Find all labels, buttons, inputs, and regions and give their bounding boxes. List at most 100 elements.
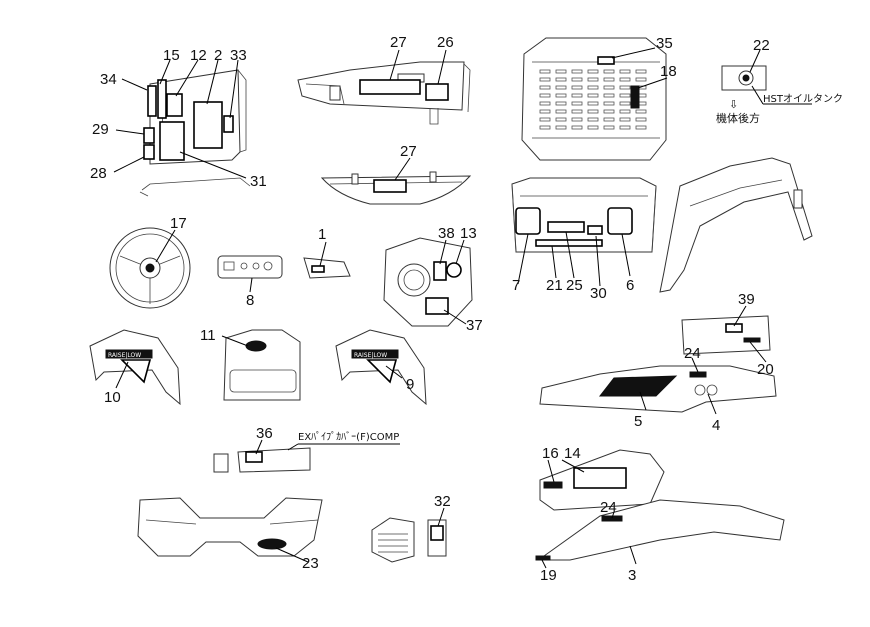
callout-37: 37 xyxy=(466,317,483,334)
callout-31: 31 xyxy=(250,173,267,190)
callout-21: 21 xyxy=(546,277,563,294)
step-board-lower-group xyxy=(535,449,785,569)
vent-slot xyxy=(539,101,551,106)
vent-slot xyxy=(539,125,551,130)
hst-oil-tank-note: HSTオイルタンク xyxy=(763,93,843,105)
ex-pipe-cover-note: EXﾊﾟｲﾌﾟｶﾊﾞｰ(F)COMP xyxy=(298,431,399,443)
vent-slot xyxy=(619,117,631,122)
callout-34: 34 xyxy=(100,71,117,88)
rops-frame-group xyxy=(659,157,813,293)
callout-25: 25 xyxy=(566,277,583,294)
vent-slot xyxy=(555,77,567,82)
vent-slot xyxy=(555,125,567,130)
vent-slot xyxy=(571,69,583,74)
callout-12: 12 xyxy=(190,47,207,64)
vent-slot xyxy=(555,85,567,90)
vent-slot xyxy=(619,101,631,106)
hood-vents xyxy=(539,69,647,130)
vent-slot xyxy=(619,77,631,82)
callout-11: 11 xyxy=(200,327,216,344)
vent-slot xyxy=(555,109,567,114)
vent-slot xyxy=(587,109,599,114)
instrument-panel-group xyxy=(217,255,283,293)
callout-1: 1 xyxy=(318,226,326,243)
vent-slot xyxy=(539,109,551,114)
vent-slot xyxy=(603,101,615,106)
callout-38: 38 xyxy=(438,225,455,242)
front-grille-group xyxy=(511,177,657,287)
vent-slot xyxy=(635,125,647,130)
vent-slot xyxy=(587,69,599,74)
fender-right-group: RAISE|LOW xyxy=(335,329,427,406)
vent-slot xyxy=(635,117,647,122)
callout-10: 10 xyxy=(104,389,121,406)
vent-slot xyxy=(587,125,599,130)
callout-6: 6 xyxy=(626,277,634,294)
side-panel-group xyxy=(113,59,251,197)
vent-slot xyxy=(619,109,631,114)
callout-2: 2 xyxy=(214,47,222,64)
vent-slot xyxy=(587,93,599,98)
vent-slot xyxy=(587,117,599,122)
vent-slot xyxy=(539,117,551,122)
vent-slot xyxy=(635,109,647,114)
vent-slot xyxy=(635,77,647,82)
vent-slot xyxy=(571,85,583,90)
vent-slot xyxy=(619,93,631,98)
lower-cover-group xyxy=(320,157,472,205)
vent-slot xyxy=(587,85,599,90)
callout-24-upper: 24 xyxy=(684,345,701,362)
vent-slot xyxy=(555,69,567,74)
callout-13: 13 xyxy=(460,225,477,242)
vent-slot xyxy=(603,125,615,130)
hood-top-view-group xyxy=(521,37,668,161)
vent-slot xyxy=(603,69,615,74)
step-board-right-group xyxy=(539,305,777,415)
callout-3: 3 xyxy=(628,567,636,584)
callout-8: 8 xyxy=(246,292,254,309)
rear-of-machine-note: 機体後方 xyxy=(716,111,760,125)
bracket-group xyxy=(303,241,351,279)
fender-left-decal-text: RAISE|LOW xyxy=(108,352,141,359)
vent-slot xyxy=(603,85,615,90)
callout-5: 5 xyxy=(634,413,642,430)
vent-slot xyxy=(539,77,551,82)
hst-oil-tank-group xyxy=(721,49,812,105)
callout-23: 23 xyxy=(302,555,319,572)
callout-28: 28 xyxy=(90,165,107,182)
vent-slot xyxy=(571,109,583,114)
vent-slot xyxy=(603,77,615,82)
callout-15: 15 xyxy=(163,47,180,64)
callout-14: 14 xyxy=(564,445,581,462)
vent-slot xyxy=(539,93,551,98)
vent-slot xyxy=(555,93,567,98)
callout-4: 4 xyxy=(712,417,720,434)
vent-slot xyxy=(603,93,615,98)
callout-18: 18 xyxy=(660,63,677,80)
dash-console-group xyxy=(383,237,473,327)
vent-slot xyxy=(619,69,631,74)
vent-slot xyxy=(539,85,551,90)
callout-32: 32 xyxy=(434,493,451,510)
front-panel-group xyxy=(137,497,323,563)
vent-slot xyxy=(603,117,615,122)
callout-33: 33 xyxy=(230,47,247,64)
vent-slot xyxy=(587,101,599,106)
vent-slot xyxy=(539,69,551,74)
small-cover-group xyxy=(371,507,447,563)
vent-slot xyxy=(571,125,583,130)
callout-39: 39 xyxy=(738,291,755,308)
notes: HSTオイルタンク ⇩ 機体後方 EXﾊﾟｲﾌﾟｶﾊﾞｰ(F)COMP xyxy=(298,93,843,443)
vent-slot xyxy=(555,117,567,122)
callout-35: 35 xyxy=(656,35,673,52)
callout-30: 30 xyxy=(590,285,607,302)
vent-slot xyxy=(635,69,647,74)
vent-slot xyxy=(571,77,583,82)
vent-slot xyxy=(603,109,615,114)
vent-slot xyxy=(619,125,631,130)
hood-front-group xyxy=(221,329,301,401)
callout-27-top: 27 xyxy=(390,34,407,51)
vent-slot xyxy=(571,101,583,106)
callout-17: 17 xyxy=(170,215,187,232)
